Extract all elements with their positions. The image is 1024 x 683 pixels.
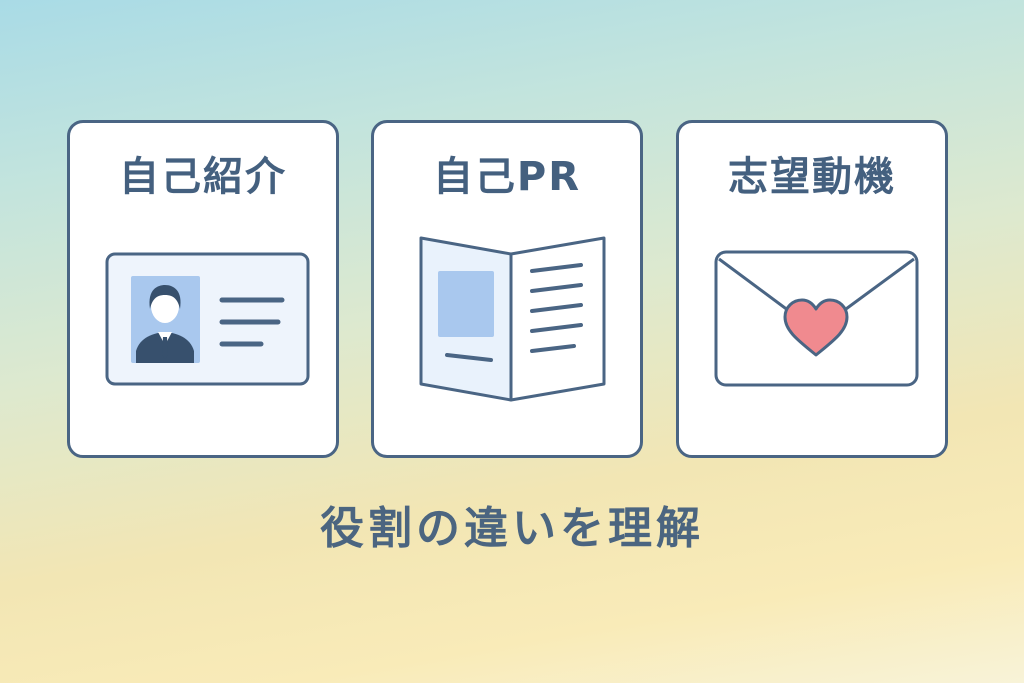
card-title-motivation: 志望動機 (728, 154, 896, 200)
heart-envelope-icon (714, 250, 919, 387)
card-motivation: 志望動機 (676, 120, 948, 458)
caption-understand-role-differences: 役割の違いを理解 (320, 503, 704, 554)
open-booklet-icon (419, 236, 606, 402)
card-self-introduction: 自己紹介 (67, 120, 339, 458)
id-card-icon (105, 252, 310, 386)
card-title-self-introduction: 自己紹介 (119, 154, 287, 200)
card-title-self-pr: 自己PR (432, 154, 582, 200)
card-self-pr: 自己PR (371, 120, 643, 458)
